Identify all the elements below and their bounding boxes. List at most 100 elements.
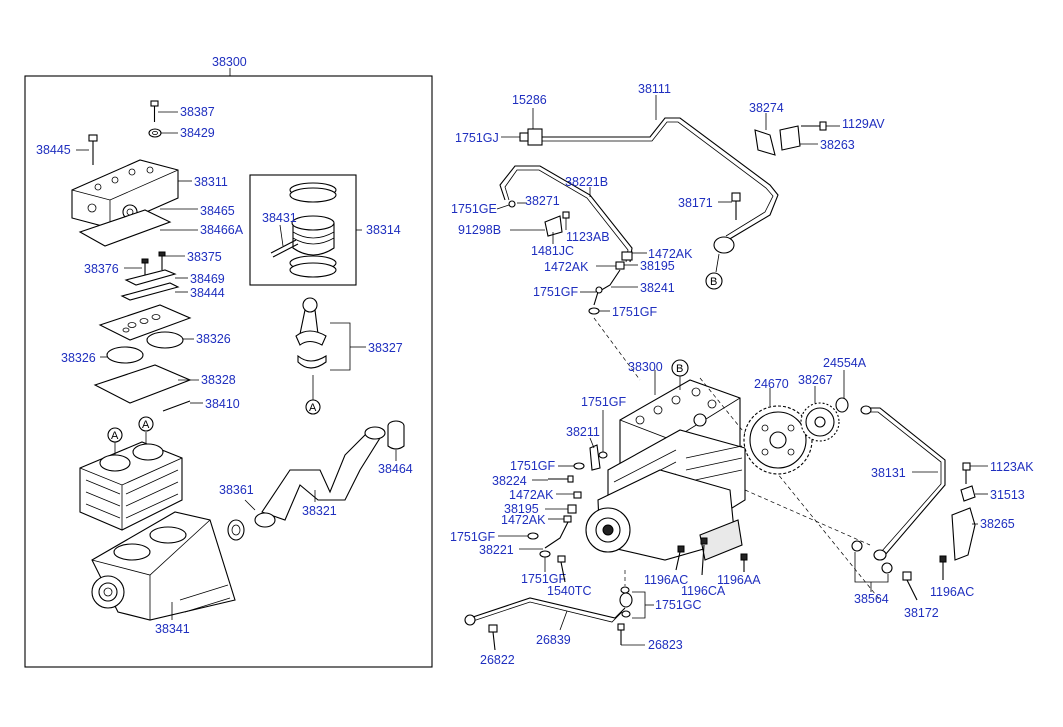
label-38341[interactable]: 38341 [155, 622, 190, 636]
label-38361[interactable]: 38361 [219, 483, 254, 497]
bolt-38171: 38171 [678, 192, 741, 220]
label-1129AV[interactable]: 1129AV [842, 117, 885, 131]
label-38271[interactable]: 38271 [525, 194, 560, 208]
label-38464[interactable]: 38464 [378, 462, 413, 476]
label-1123AK[interactable]: 1123AK [990, 460, 1034, 474]
label-1196AA[interactable]: 1196AA [717, 573, 761, 587]
label-38111[interactable]: 38111 [638, 82, 671, 96]
label-38444[interactable]: 38444 [190, 286, 225, 300]
marker-a-text-2: A [142, 419, 150, 431]
label-38171[interactable]: 38171 [678, 196, 713, 210]
bolt-26823: 26823 [617, 623, 683, 652]
label-38466A[interactable]: 38466A [200, 223, 244, 237]
label-38224[interactable]: 38224 [492, 474, 527, 488]
sleeve-38464: 38464 [378, 420, 413, 476]
label-1751GE[interactable]: 1751GE [451, 202, 497, 216]
label-1751GF-f[interactable]: 1751GF [521, 572, 567, 586]
label-1751GF-d[interactable]: 1751GF [510, 459, 556, 473]
label-38195-b[interactable]: 38195 [504, 502, 539, 516]
marker-b-text-1: B [710, 276, 717, 288]
label-38221[interactable]: 38221 [479, 543, 514, 557]
fitting-38211: 38211 [566, 425, 601, 471]
marker-b-compressor: B [671, 359, 689, 377]
label-38241[interactable]: 38241 [640, 281, 675, 295]
label-38564[interactable]: 38564 [854, 592, 889, 606]
label-38300-main[interactable]: 38300 [628, 360, 663, 374]
label-38469[interactable]: 38469 [190, 272, 225, 286]
gear-24670: 24670 [743, 377, 813, 475]
label-1123AB[interactable]: 1123AB [566, 230, 610, 244]
washer-1751GF-d: 1751GF [510, 459, 585, 473]
label-38265[interactable]: 38265 [980, 517, 1015, 531]
gasket-38328: 38328 [93, 364, 236, 404]
label-38321[interactable]: 38321 [302, 504, 337, 518]
label-38375[interactable]: 38375 [187, 250, 222, 264]
label-38326-right[interactable]: 38326 [196, 332, 231, 346]
label-26823[interactable]: 26823 [648, 638, 683, 652]
label-26822[interactable]: 26822 [480, 653, 515, 667]
label-1472AK-a[interactable]: 1472AK [648, 247, 693, 261]
label-1196CA[interactable]: 1196CA [681, 584, 726, 598]
label-26839[interactable]: 26839 [536, 633, 571, 647]
bracket-38274: 38274 1129AV 38263 [749, 101, 885, 156]
label-38314[interactable]: 38314 [366, 223, 401, 237]
label-38274[interactable]: 38274 [749, 101, 784, 115]
connecting-rod-38327: 38327 [295, 297, 403, 400]
label-1472AK-c[interactable]: 1472AK [509, 488, 554, 502]
marker-a-block-2: A [138, 416, 154, 432]
marker-a-text-1: A [111, 430, 119, 442]
marker-a-block-1: A [107, 427, 123, 443]
label-1751GF-e[interactable]: 1751GF [450, 530, 496, 544]
label-31513[interactable]: 31513 [990, 488, 1025, 502]
marker-b-text-2: B [676, 363, 683, 375]
pin-38410: 38410 [162, 397, 240, 412]
label-38387[interactable]: 38387 [180, 105, 215, 119]
label-38429[interactable]: 38429 [180, 126, 215, 140]
label-1472AK-b[interactable]: 1472AK [544, 260, 589, 274]
fitting-15286: 15286 1751GJ [455, 93, 547, 146]
label-1481JC[interactable]: 1481JC [531, 244, 574, 258]
label-1196AC-b[interactable]: 1196AC [930, 585, 974, 599]
label-38445[interactable]: 38445 [36, 143, 71, 157]
cylinder-block [79, 432, 183, 531]
clip-31513: 31513 [960, 485, 1025, 502]
label-38410[interactable]: 38410 [205, 397, 240, 411]
label-38465[interactable]: 38465 [200, 204, 235, 218]
label-38431[interactable]: 38431 [262, 211, 297, 225]
nut-24554A: 24554A [823, 356, 867, 413]
label-24670[interactable]: 24670 [754, 377, 789, 391]
label-1751GJ[interactable]: 1751GJ [455, 131, 499, 145]
label-38172[interactable]: 38172 [904, 606, 939, 620]
bracket-38265: 38265 [951, 507, 1015, 561]
label-38211[interactable]: 38211 [566, 425, 600, 439]
label-38376[interactable]: 38376 [84, 262, 119, 276]
label-1751GC[interactable]: 1751GC [655, 598, 702, 612]
label-38328[interactable]: 38328 [201, 373, 236, 387]
label-24554A[interactable]: 24554A [823, 356, 867, 370]
label-38195-a[interactable]: 38195 [640, 259, 675, 273]
label-1751GF-c[interactable]: 1751GF [581, 395, 627, 409]
cylinder-head-38311: 38311 38465 [71, 159, 235, 229]
seal-38361 [227, 519, 245, 541]
plate-38469-38444: 38469 38444 [120, 269, 225, 301]
bolt-26822: 26822 [480, 624, 515, 667]
label-38263[interactable]: 38263 [820, 138, 855, 152]
label-38300-box[interactable]: 38300 [212, 55, 247, 69]
bolt-38224: 38224 [492, 474, 574, 488]
label-1540TC[interactable]: 1540TC [547, 584, 591, 598]
label-38327[interactable]: 38327 [368, 341, 403, 355]
label-38131[interactable]: 38131 [871, 466, 906, 480]
pipe-38221: 1751GF 38221 1751GF [450, 521, 569, 586]
label-1751GF-a[interactable]: 1751GF [533, 285, 579, 299]
label-15286[interactable]: 15286 [512, 93, 547, 107]
label-1196AC-a[interactable]: 1196AC [644, 573, 688, 587]
label-38326-left[interactable]: 38326 [61, 351, 96, 365]
label-1472AK-d[interactable]: 1472AK [501, 513, 546, 527]
label-38311[interactable]: 38311 [194, 175, 228, 189]
label-38221B[interactable]: 38221B [565, 175, 608, 189]
label-38267[interactable]: 38267 [798, 373, 833, 387]
label-1751GF-b[interactable]: 1751GF [612, 305, 658, 319]
label-91298B[interactable]: 91298B [458, 223, 501, 237]
washer-1751GF-c: 1751GF [581, 395, 627, 459]
